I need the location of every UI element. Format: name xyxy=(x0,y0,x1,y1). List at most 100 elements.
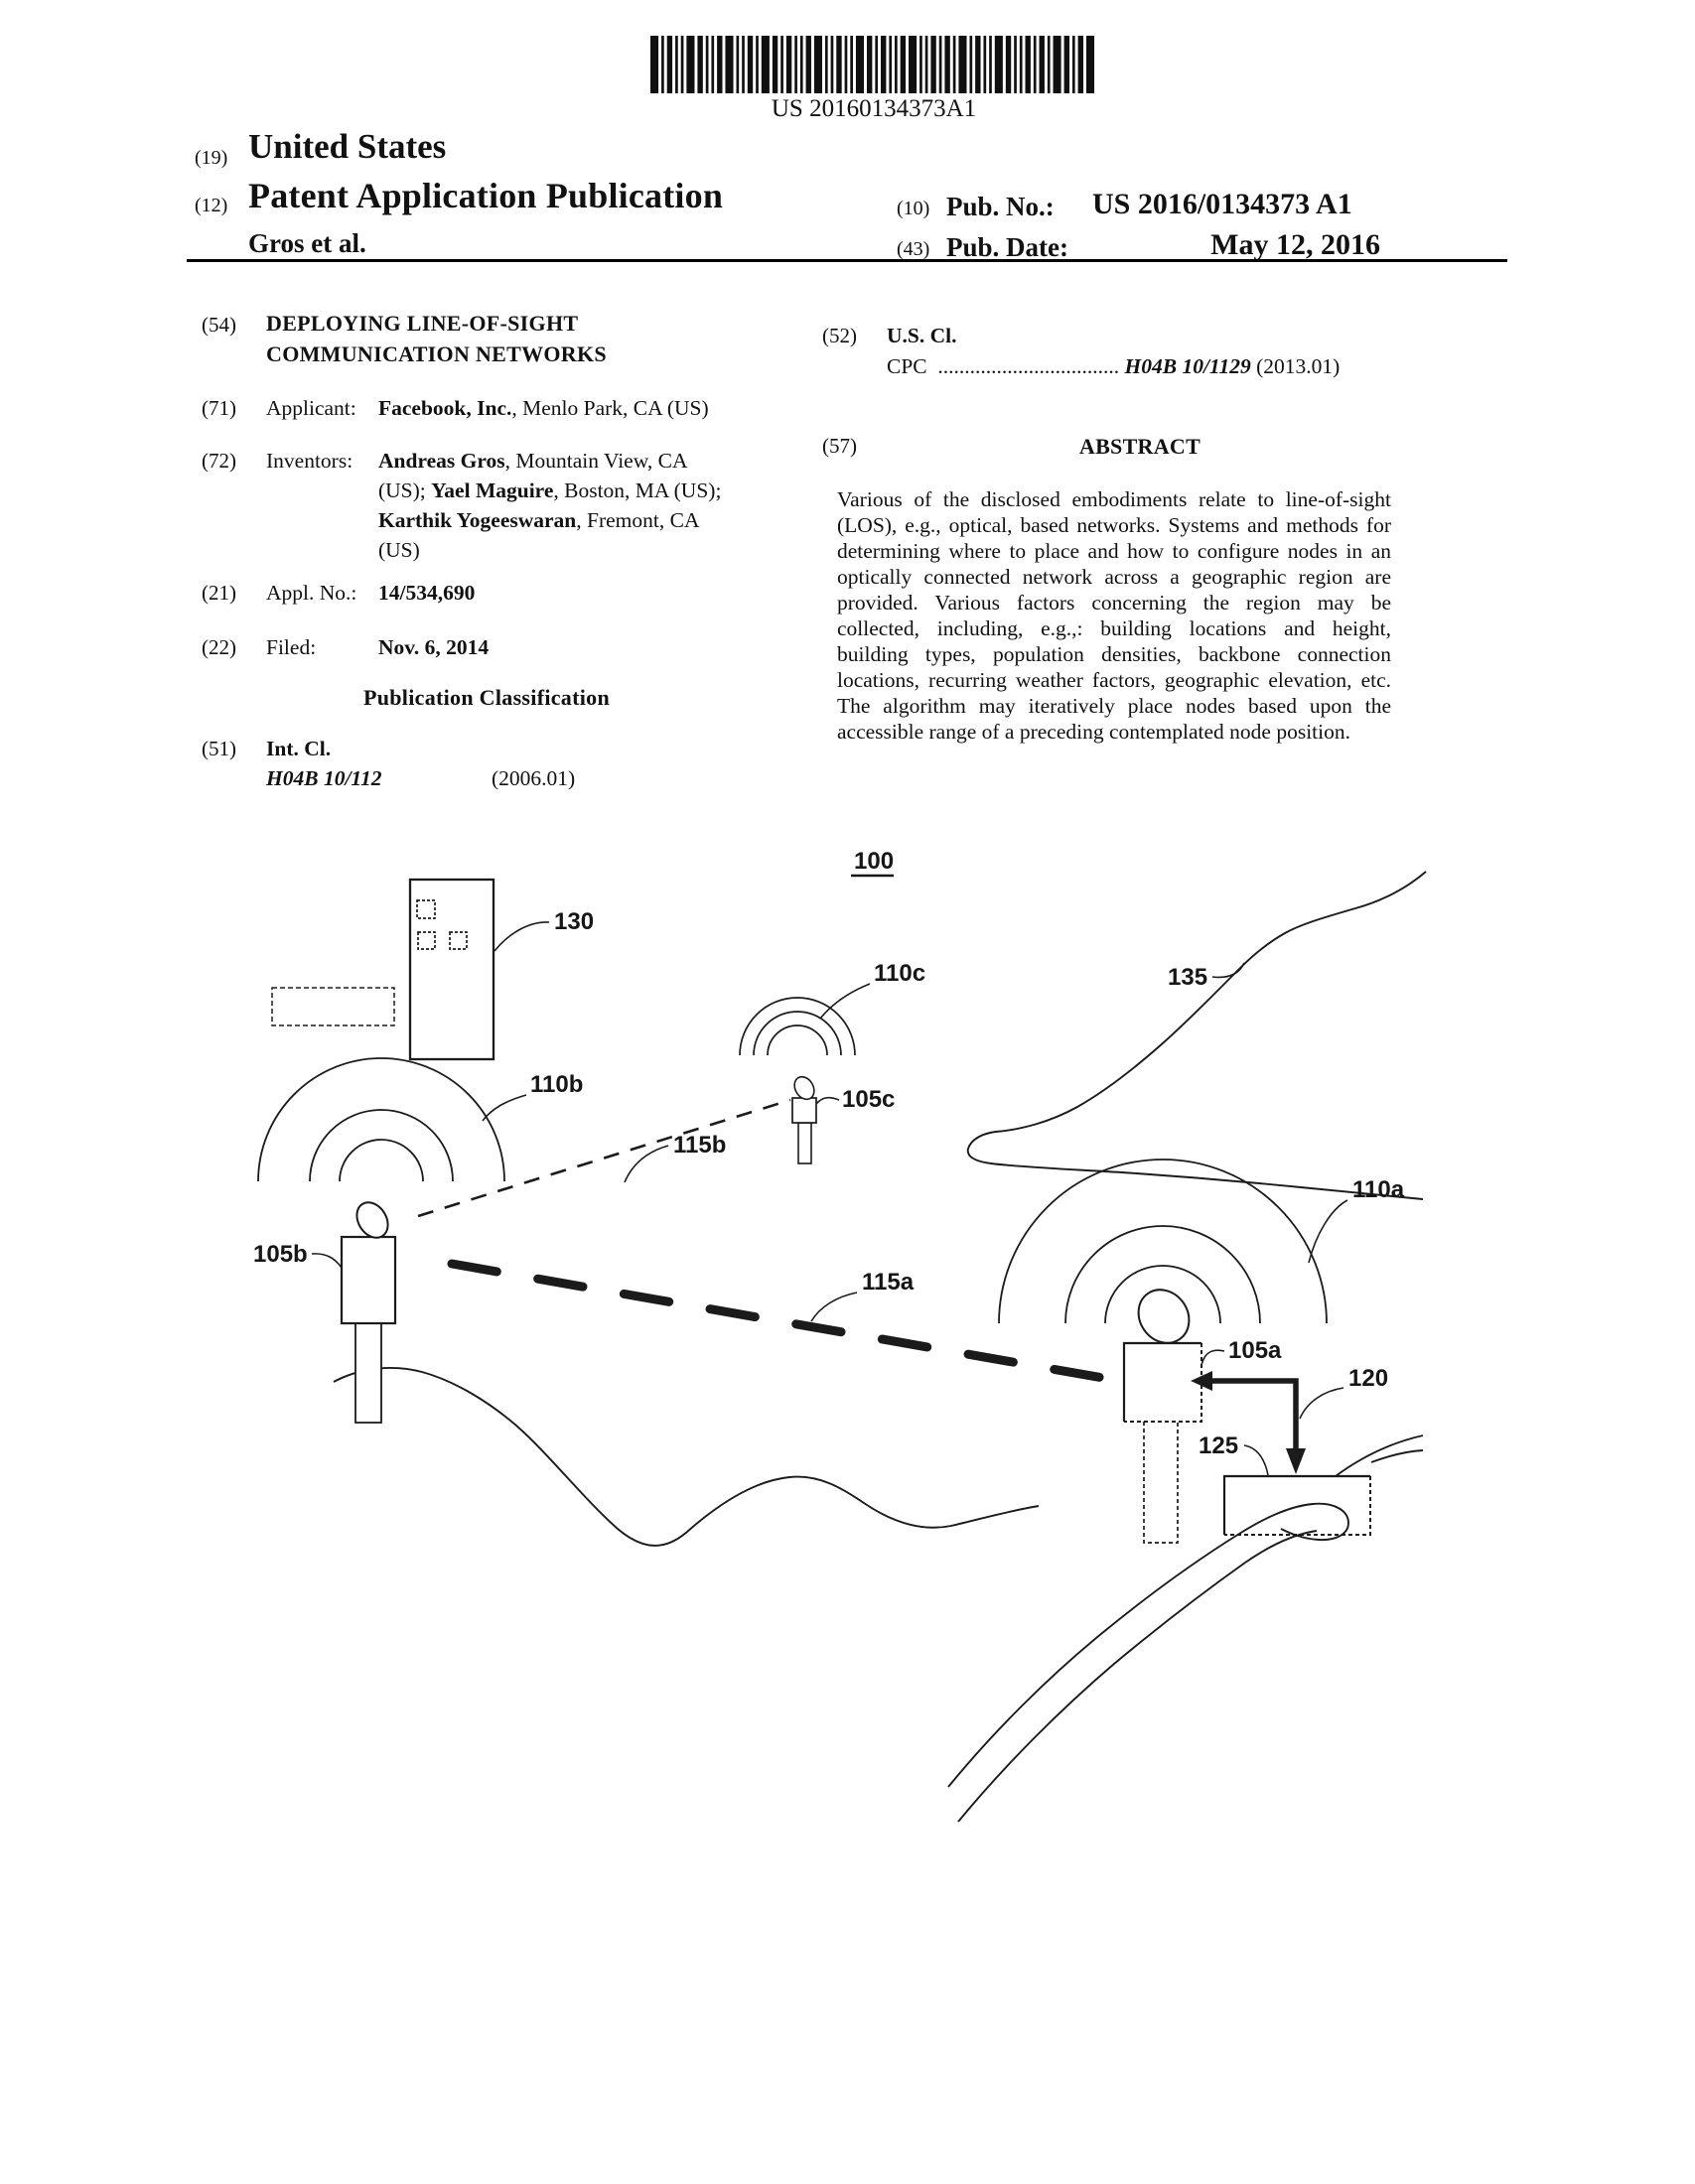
coastline-135 xyxy=(966,871,1427,1200)
callout-125: 125 xyxy=(1199,1433,1269,1476)
arc xyxy=(739,997,856,1056)
arc xyxy=(309,1109,454,1182)
road-stub-upper xyxy=(1335,1434,1424,1477)
label-105c: 105c xyxy=(842,1086,895,1113)
inventor-name-2: Yael Maguire xyxy=(431,478,554,502)
callout-120: 120 xyxy=(1299,1365,1388,1420)
label-130: 130 xyxy=(554,908,594,935)
field-57-num: (57) xyxy=(822,434,857,458)
cpc-year: (2013.01) xyxy=(1256,354,1341,378)
label-125: 125 xyxy=(1199,1433,1238,1459)
callout-105c: 105c xyxy=(815,1086,895,1113)
arrowhead-down xyxy=(1286,1448,1306,1474)
building-body xyxy=(408,878,495,1061)
field-10-num: (10) xyxy=(897,198,930,219)
label-115b: 115b xyxy=(673,1132,726,1159)
label-115a: 115a xyxy=(862,1269,915,1296)
label-105b: 105b xyxy=(253,1241,308,1268)
publication-kind: Patent Application Publication xyxy=(248,176,724,215)
filed-label: Filed: xyxy=(266,635,317,659)
cpc-line: CPC .................................. H… xyxy=(887,354,1340,379)
node-body-fill xyxy=(1124,1343,1201,1422)
kind-code-19: (19) xyxy=(195,147,228,169)
road xyxy=(947,1434,1424,1823)
cpc-label: CPC xyxy=(887,354,927,378)
arc xyxy=(1064,1225,1261,1324)
leader-135 xyxy=(1211,962,1245,979)
callout-115b: 115b xyxy=(624,1132,726,1183)
signal-arcs-110c xyxy=(739,997,856,1056)
leader-120 xyxy=(1299,1387,1344,1420)
kind-code-12: (12) xyxy=(195,195,228,216)
inventor-loc-3: , Fremont, CA xyxy=(576,508,700,532)
arc xyxy=(767,1024,828,1056)
inventors-line-4: (US) xyxy=(378,538,420,562)
label-110c: 110c xyxy=(874,960,925,987)
leader-105a xyxy=(1201,1349,1225,1366)
filed-value: Nov. 6, 2014 xyxy=(378,635,490,659)
node-pole xyxy=(354,1322,382,1424)
inventor-loc-1: , Mountain View, CA xyxy=(504,449,688,473)
dashed-placement-rect xyxy=(271,987,395,1026)
building-window xyxy=(449,931,468,950)
applicant-name: Facebook, Inc. xyxy=(378,396,512,420)
applicant-location: , Menlo Park, CA (US) xyxy=(511,396,709,420)
abstract-heading: ABSTRACT xyxy=(1078,434,1201,459)
node-105c xyxy=(791,1075,817,1164)
box-dashed-edges xyxy=(1224,1476,1371,1536)
authors: Gros et al. xyxy=(248,228,366,258)
node-body xyxy=(340,1235,397,1325)
leader-125 xyxy=(1243,1444,1269,1476)
abstract-text: Various of the disclosed embodiments rel… xyxy=(837,487,1391,744)
pub-date-label: Pub. Date: xyxy=(946,232,1068,262)
backbone-box-125 xyxy=(1222,1474,1371,1536)
inventors-line-1: Andreas Gros, Mountain View, CA xyxy=(378,449,687,474)
road-upper-line xyxy=(947,1502,1349,1788)
inventors-line-2: (US); Yael Maguire, Boston, MA (US); xyxy=(378,478,721,503)
field-43-num: (43) xyxy=(897,238,930,260)
label-100: 100 xyxy=(854,848,894,875)
pub-no-label: Pub. No.: xyxy=(946,192,1055,221)
cpc-dots: .................................. xyxy=(937,354,1120,378)
node-body-solid-edges xyxy=(1122,1341,1201,1422)
arc xyxy=(339,1139,424,1182)
terrain-line xyxy=(333,1367,1040,1547)
field-51-num: (51) xyxy=(202,737,236,760)
leader-115a xyxy=(810,1292,858,1322)
leader-115b xyxy=(624,1145,669,1183)
box-solid-edges xyxy=(1222,1474,1370,1535)
los-link-115b xyxy=(417,1098,791,1218)
callout-110c: 110c xyxy=(819,960,925,1020)
leader-105c xyxy=(815,1096,840,1105)
arrowhead-left xyxy=(1191,1371,1212,1391)
node-dish xyxy=(1137,1289,1191,1344)
header-divider xyxy=(187,259,1507,262)
arc xyxy=(753,1011,842,1056)
label-105a: 105a xyxy=(1228,1337,1282,1364)
callout-105a: 105a xyxy=(1201,1337,1282,1366)
label-110b: 110b xyxy=(530,1071,583,1098)
road-lower-line xyxy=(957,1530,1318,1823)
arrow-120 xyxy=(1191,1371,1306,1474)
node-pole xyxy=(1143,1421,1179,1544)
label-135: 135 xyxy=(1168,964,1207,991)
box-fill xyxy=(1224,1476,1370,1535)
node-body xyxy=(791,1097,817,1124)
arc xyxy=(998,1159,1328,1324)
arc xyxy=(257,1057,505,1182)
invention-title-line1: DEPLOYING LINE-OF-SIGHT xyxy=(266,311,579,336)
callout-130: 130 xyxy=(494,908,594,952)
inventor-pre-2: (US); xyxy=(378,478,432,502)
arc xyxy=(1104,1265,1221,1324)
signal-arcs-110b xyxy=(257,1057,505,1182)
node-105b xyxy=(340,1201,397,1424)
int-cl-year: (2006.01) xyxy=(492,766,576,790)
field-54-num: (54) xyxy=(202,313,236,337)
node-body-dashed-edges xyxy=(1124,1343,1202,1423)
cpc-code: H04B 10/1129 xyxy=(1124,354,1251,378)
los-link-115a xyxy=(447,1259,1125,1386)
node-105a xyxy=(1122,1289,1202,1544)
callout-110b: 110b xyxy=(482,1071,583,1122)
